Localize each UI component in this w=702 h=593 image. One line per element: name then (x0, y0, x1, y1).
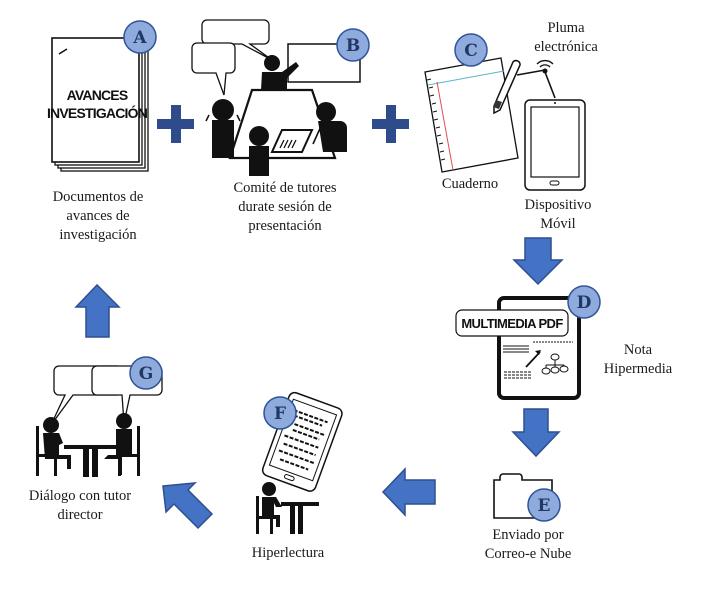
arrow-down-c-to-d (512, 237, 564, 286)
document-title-line1: AVANCES (67, 87, 128, 103)
plus-operator-1 (157, 105, 194, 143)
badge-a-label: A (132, 28, 147, 48)
speech-bubble-icon (191, 19, 273, 96)
caption-b-line3: presentación (248, 218, 322, 234)
mindmap-icon (503, 341, 573, 379)
caption-a-line1: Documentos de (52, 189, 144, 205)
digital-pen-icon (493, 59, 521, 115)
badge-g-label: G (139, 364, 154, 384)
badge-f-label: F (274, 404, 286, 424)
badge-d-label: D (577, 293, 592, 313)
tablet-icon (270, 123, 323, 153)
pdf-banner (455, 309, 569, 337)
document-title-line2: INVESTIGACIÓN (47, 104, 148, 121)
caption-d: Nota Hipermedia (588, 341, 688, 379)
caption-a-line2: avances de (66, 208, 130, 224)
caption-g: Diálogo con tutor director (0, 487, 160, 525)
badge-b-label: B (346, 36, 360, 56)
caption-e-line1: Enviado por (492, 527, 564, 543)
plus-operator-2 (372, 105, 409, 143)
arrow-left-e-to-f (381, 467, 436, 517)
step-d-hypermedia-note: MULTIMEDIA PDF D (455, 285, 601, 400)
device-connection-line (544, 71, 556, 99)
caption-g-line2: director (57, 507, 103, 523)
caption-d-line1: Nota (623, 342, 653, 358)
caption-pen-line2: electrónica (534, 39, 598, 55)
caption-f: Hiperlectura (251, 545, 325, 561)
person-right-icon (316, 102, 347, 152)
caption-a: Documentos de avances de investigación (28, 188, 168, 245)
step-c-capture: C (424, 33, 586, 191)
caption-pen: Pluma electrónica (516, 19, 616, 57)
person-left-icon (205, 99, 241, 158)
student-at-desk-icon (256, 482, 319, 534)
badge-a: A (123, 20, 157, 54)
caption-device: Dispositivo Móvil (508, 196, 608, 234)
step-e-sent: E (493, 473, 561, 522)
caption-d-line2: Hipermedia (603, 361, 673, 377)
arrow-upleft-f-to-g (162, 482, 214, 530)
caption-e: Enviado por Correo-e Nube (468, 526, 588, 564)
caption-g-line1: Diálogo con tutor (28, 488, 132, 504)
person-front-icon (249, 126, 269, 176)
step-b-committee: B (191, 19, 370, 176)
pen-connection-line (516, 69, 546, 76)
step-g-dialogue: G (36, 356, 163, 477)
presenter-person-icon (261, 55, 299, 90)
pdf-banner-label: MULTIMEDIA PDF (461, 316, 563, 331)
caption-notebook: Cuaderno (441, 176, 499, 192)
caption-b-line1: Comité de tutores (233, 180, 337, 196)
caption-e-line2: Correo-e Nube (484, 546, 572, 562)
caption-device-line1: Dispositivo (524, 197, 592, 213)
badge-d: D (567, 285, 601, 319)
badge-e: E (527, 488, 561, 522)
badge-e-label: E (538, 496, 551, 516)
badge-b: B (336, 28, 370, 62)
caption-pen-line1: Pluma (547, 20, 585, 36)
step-f-hyperreading: F (256, 391, 343, 534)
caption-device-line2: Móvil (540, 216, 576, 232)
step-a-documents: AVANCES INVESTIGACIÓN A (47, 20, 157, 172)
wifi-icon (536, 59, 554, 74)
badge-c: C (454, 33, 488, 67)
badge-f: F (263, 396, 297, 430)
caption-a-line3: investigación (59, 227, 137, 243)
caption-b-line2: durate sesión de (238, 199, 332, 215)
badge-g: G (129, 356, 163, 390)
arrow-down-d-to-e (511, 408, 561, 458)
badge-c-label: C (464, 41, 478, 61)
arrow-up-g-to-a (74, 283, 121, 338)
document-stack-icon (51, 37, 149, 172)
mobile-device-icon (524, 99, 586, 191)
dialogue-people-icon (36, 413, 140, 477)
notebook-icon (424, 57, 519, 173)
caption-b: Comité de tutores durate sesión de prese… (210, 179, 360, 236)
